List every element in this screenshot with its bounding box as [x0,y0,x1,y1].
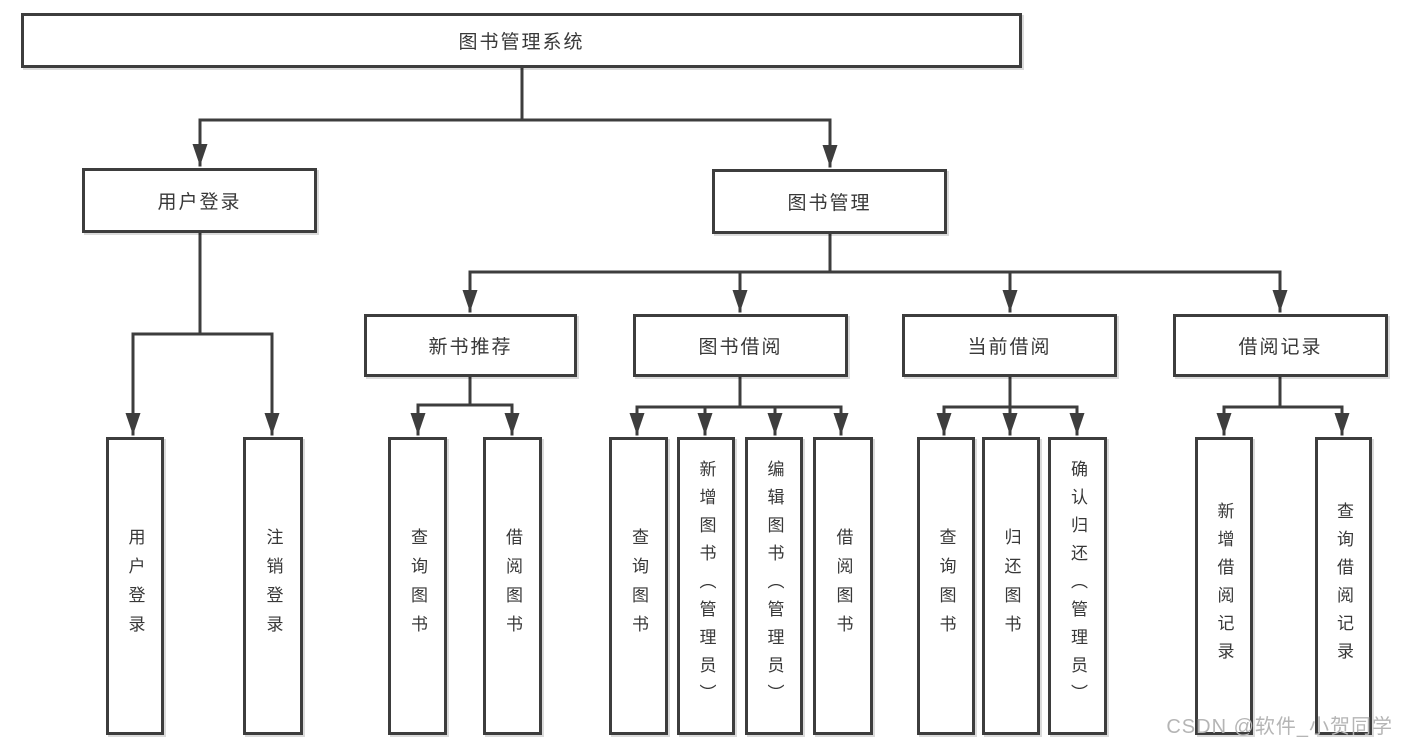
leaf-query-books-borrow: 查询图书 [609,437,668,735]
leaf-label: 新增借阅记录 [1214,502,1234,670]
leaf-label: 查询图书 [936,528,956,644]
leaf-user-login: 用户登录 [106,437,164,735]
leaf-return-books: 归还图书 [982,437,1040,735]
leaf-add-borrow-record: 新增借阅记录 [1195,437,1253,735]
node-book-management: 图书管理 [712,169,947,234]
node-user-login: 用户登录 [82,168,317,233]
node-current-borrow: 当前借阅 [902,314,1117,377]
leaf-query-borrow-record: 查询借阅记录 [1315,437,1372,735]
leaf-label: 借阅图书 [833,528,853,644]
connector-user-login-children [125,229,280,436]
connector-book-management-children [462,230,1288,313]
leaf-label: 查询借阅记录 [1334,502,1353,670]
leaf-confirm-return-admin: 确认归还（管理员） [1048,437,1107,735]
node-label: 图书借阅 [698,337,783,358]
node-label: 图书管理系统 [458,32,585,53]
leaf-label: 借阅图书 [503,528,522,644]
leaf-label: 查询图书 [629,528,648,644]
connector-current-borrow-children [936,373,1085,436]
leaf-logout: 注销登录 [243,437,303,735]
node-label: 图书管理 [787,193,872,214]
connector-book-borrow-children [629,373,849,436]
leaf-label: 编辑图书（管理员） [764,460,784,712]
leaf-label: 确认归还（管理员） [1068,460,1087,712]
leaf-query-books-recommend: 查询图书 [388,437,447,735]
node-label: 新书推荐 [428,337,513,358]
node-root-system: 图书管理系统 [21,13,1022,68]
leaf-edit-books-admin: 编辑图书（管理员） [745,437,803,735]
leaf-label: 归还图书 [1001,528,1021,644]
leaf-add-books-admin: 新增图书（管理员） [677,437,735,735]
node-label: 当前借阅 [967,337,1052,358]
node-book-borrow: 图书借阅 [633,314,848,377]
leaf-label: 用户登录 [125,528,145,644]
connector-new-book-recommend-children [410,373,520,436]
csdn-watermark: CSDN @软件_小贺同学 [1166,716,1393,738]
leaf-query-books-current: 查询图书 [917,437,975,735]
leaf-label: 查询图书 [408,528,427,644]
leaf-label: 新增图书（管理员） [696,460,716,712]
leaf-borrow-books: 借阅图书 [813,437,873,735]
connector-borrow-record-children [1216,373,1350,436]
leaf-label: 注销登录 [263,528,283,644]
leaf-borrow-books-recommend: 借阅图书 [483,437,542,735]
node-new-book-recommend: 新书推荐 [364,314,577,377]
node-label: 用户登录 [157,192,242,213]
node-label: 借阅记录 [1238,337,1323,358]
node-borrow-record: 借阅记录 [1173,314,1388,377]
connector-root-to-level1 [192,64,838,168]
